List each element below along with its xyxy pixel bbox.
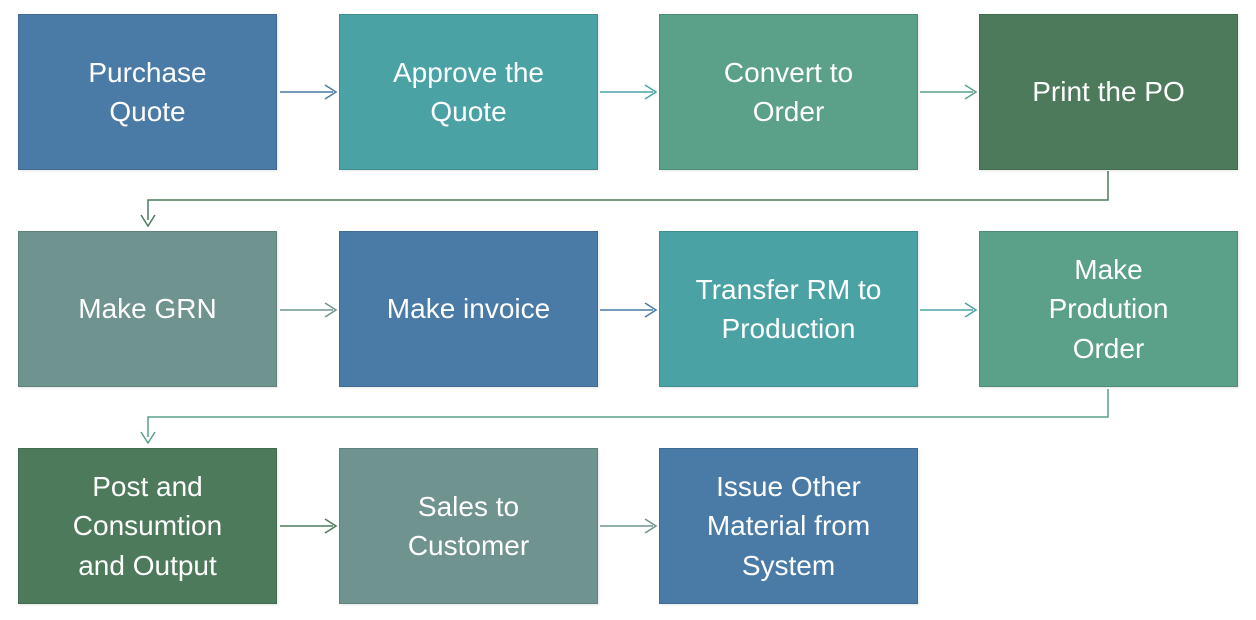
flow-node-post-consumption: Post and Consumtion and Output <box>18 448 277 604</box>
flow-node-label: Post and Consumtion and Output <box>72 471 223 581</box>
flow-node-label: Convert to Order <box>723 56 854 127</box>
arrow-approve-to-convert <box>600 84 658 100</box>
arrow-post-to-sales <box>280 518 338 534</box>
flow-node-sales-customer: Sales to Customer <box>339 448 598 604</box>
flow-node-label: Issue Other Material from System <box>706 471 871 581</box>
flow-node-label: Make Prodution Order <box>1048 254 1169 364</box>
flow-node-label: Print the PO <box>1032 76 1185 108</box>
arrow-grn-to-invoice <box>280 302 338 318</box>
flow-node-production-order: Make Prodution Order <box>979 231 1238 387</box>
arrow-transfer-to-production <box>920 302 978 318</box>
flow-node-make-grn: Make GRN <box>18 231 277 387</box>
flow-node-issue-material: Issue Other Material from System <box>659 448 918 604</box>
flow-node-approve-quote: Approve the Quote <box>339 14 598 170</box>
flow-node-label: Sales to Customer <box>407 490 530 561</box>
arrow-convert-to-print <box>920 84 978 100</box>
flow-node-label: Transfer RM to Production <box>695 273 882 344</box>
flow-node-label: Make GRN <box>78 293 217 325</box>
arrow-invoice-to-transfer <box>600 302 658 318</box>
arrow-sales-to-issue <box>600 518 658 534</box>
flow-node-make-invoice: Make invoice <box>339 231 598 387</box>
flow-node-purchase-quote: Purchase Quote <box>18 14 277 170</box>
flow-node-label: Make invoice <box>386 293 551 325</box>
flow-node-label: Purchase Quote <box>88 56 207 127</box>
flow-node-convert-order: Convert to Order <box>659 14 918 170</box>
arrow-print-to-grn-elbow <box>140 171 1109 228</box>
arrow-production-to-post-elbow <box>140 389 1109 445</box>
flow-node-label: Approve the Quote <box>393 56 544 127</box>
flow-node-transfer-rm: Transfer RM to Production <box>659 231 918 387</box>
arrow-purchase-to-approve <box>280 84 338 100</box>
flow-node-print-po: Print the PO <box>979 14 1238 170</box>
